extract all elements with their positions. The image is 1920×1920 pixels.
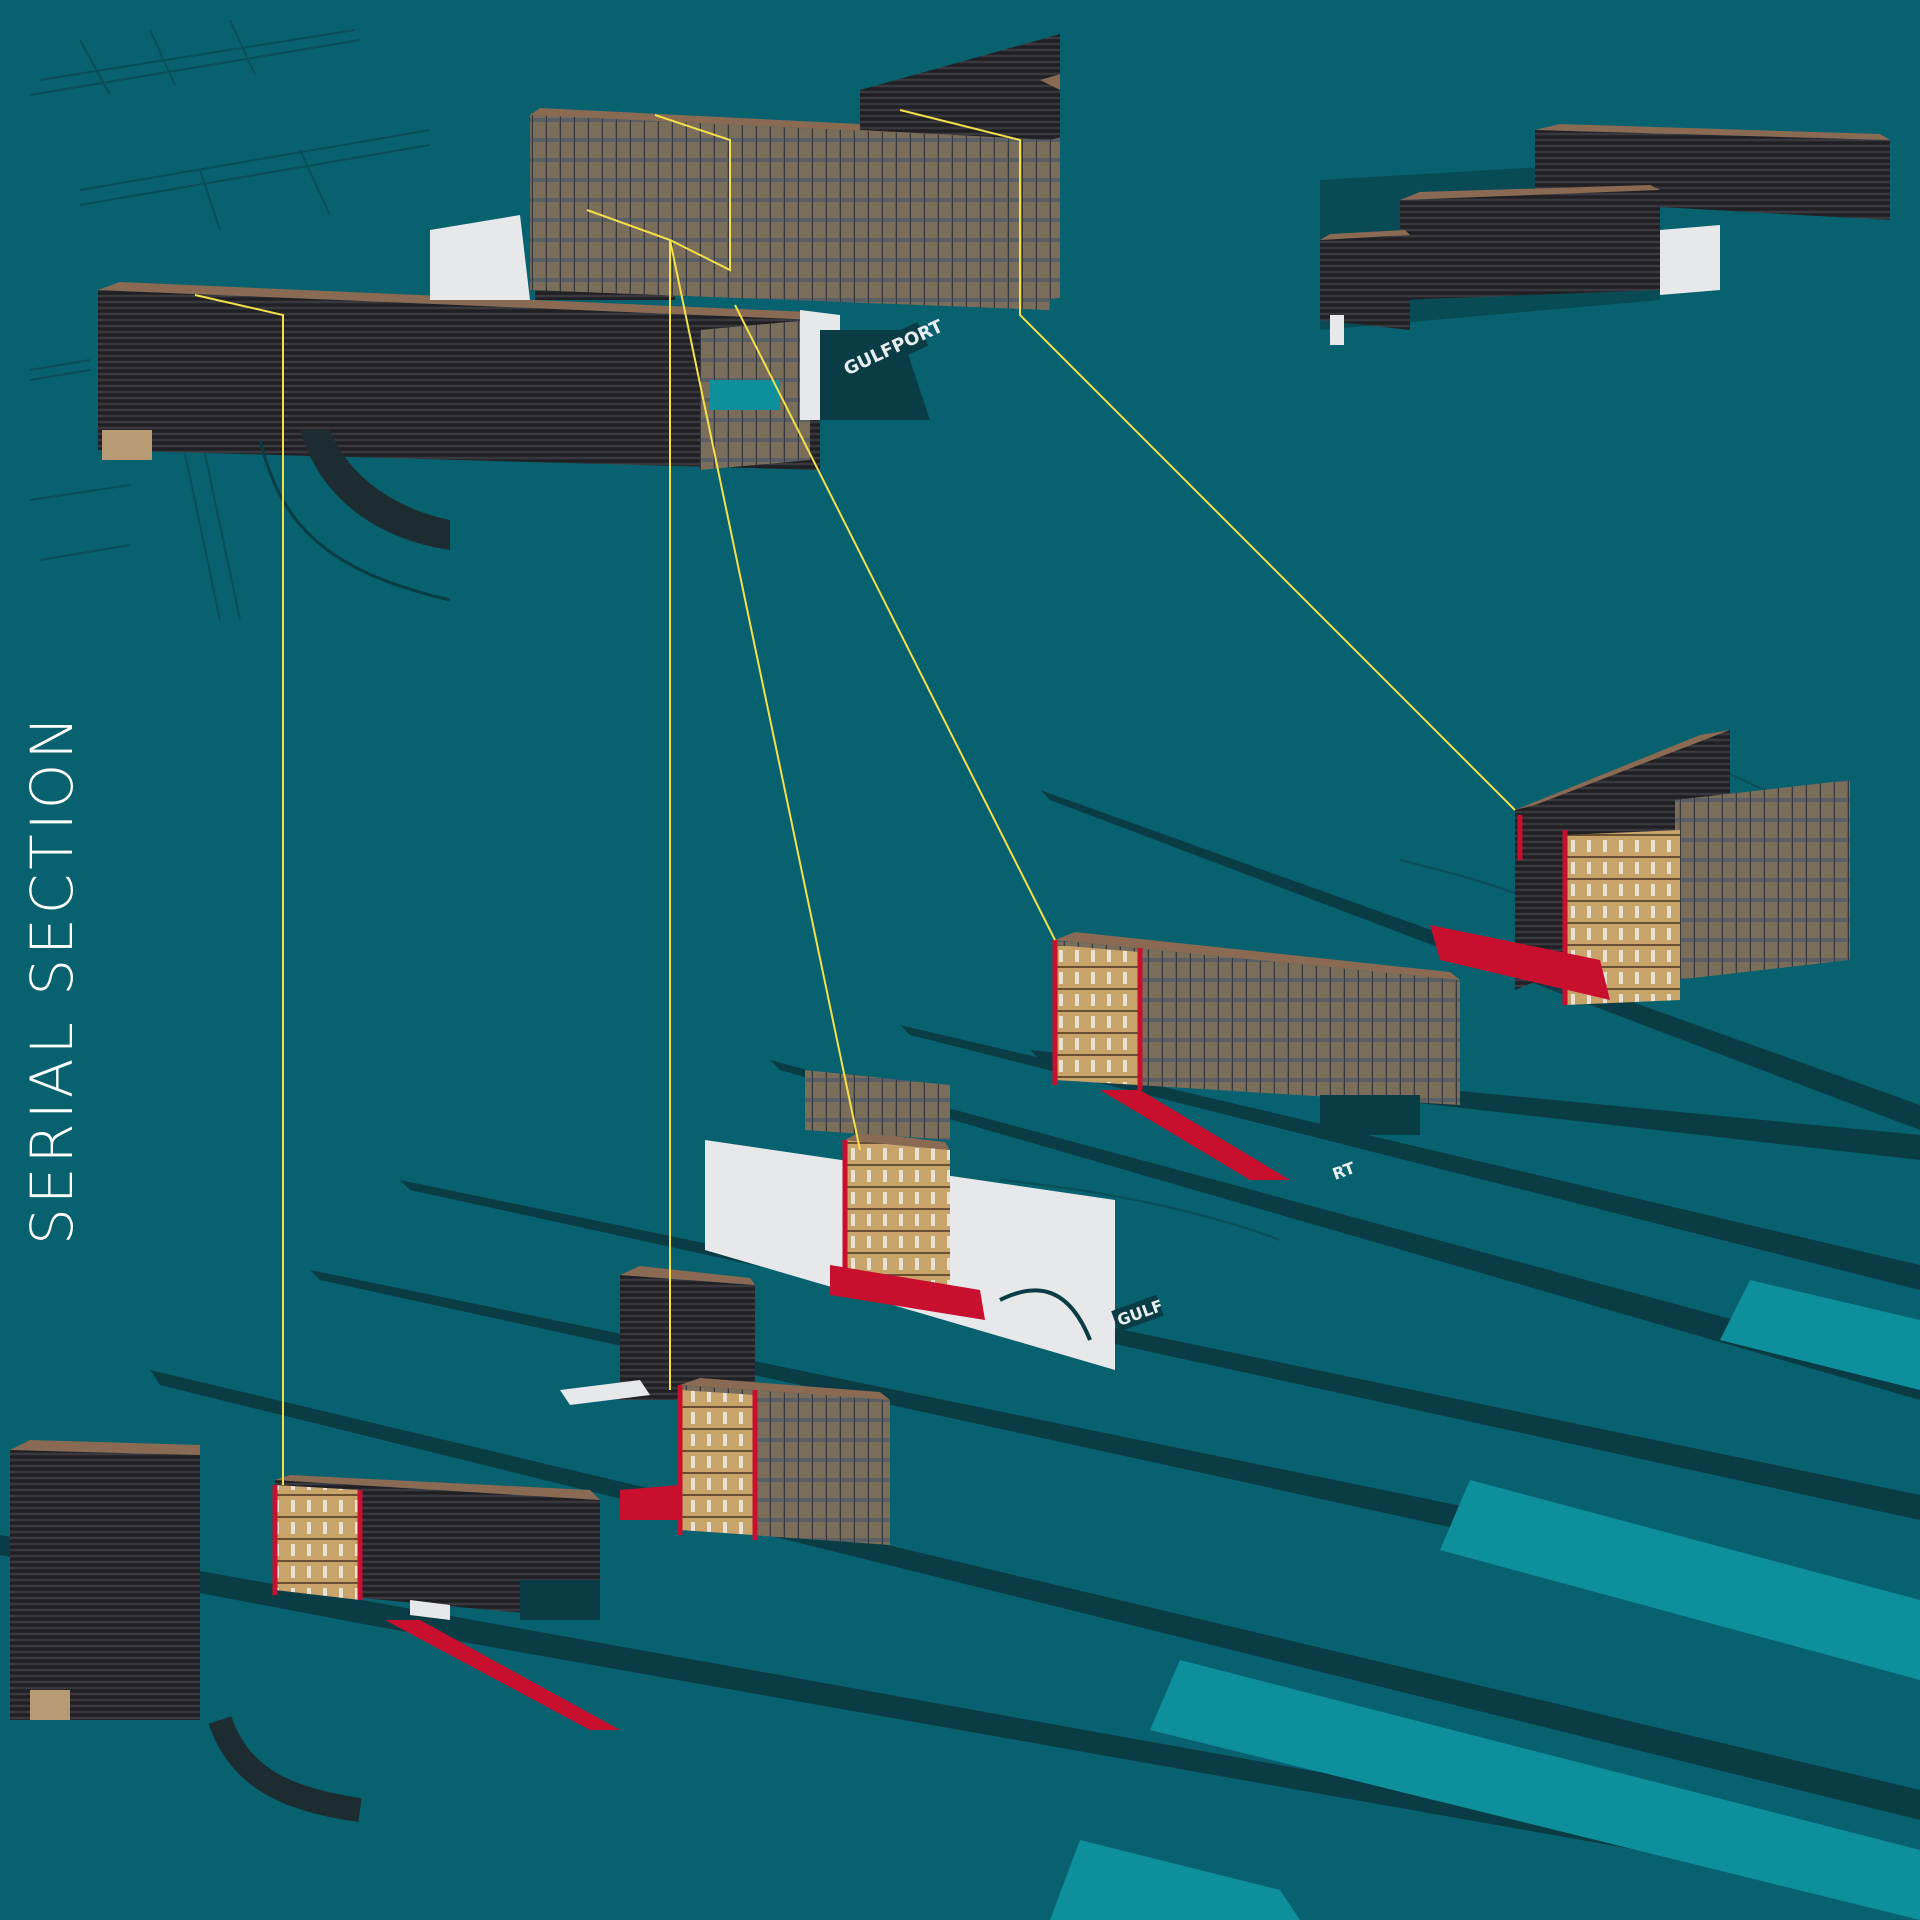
section-3 xyxy=(560,1266,890,1545)
section-4: GULF xyxy=(705,1070,1166,1370)
section-connector-lines xyxy=(194,109,1516,1485)
overview-thumbnail xyxy=(1060,10,1920,390)
rt-sign: RT xyxy=(1330,1158,1358,1184)
section-5: RT xyxy=(1052,932,1460,1184)
section-6 xyxy=(1430,730,1850,1005)
section-2 xyxy=(272,1475,620,1730)
water-bands xyxy=(1050,1280,1920,1920)
section-1 xyxy=(10,1440,362,1822)
main-building-assembly: GULFPORT xyxy=(98,20,1215,602)
